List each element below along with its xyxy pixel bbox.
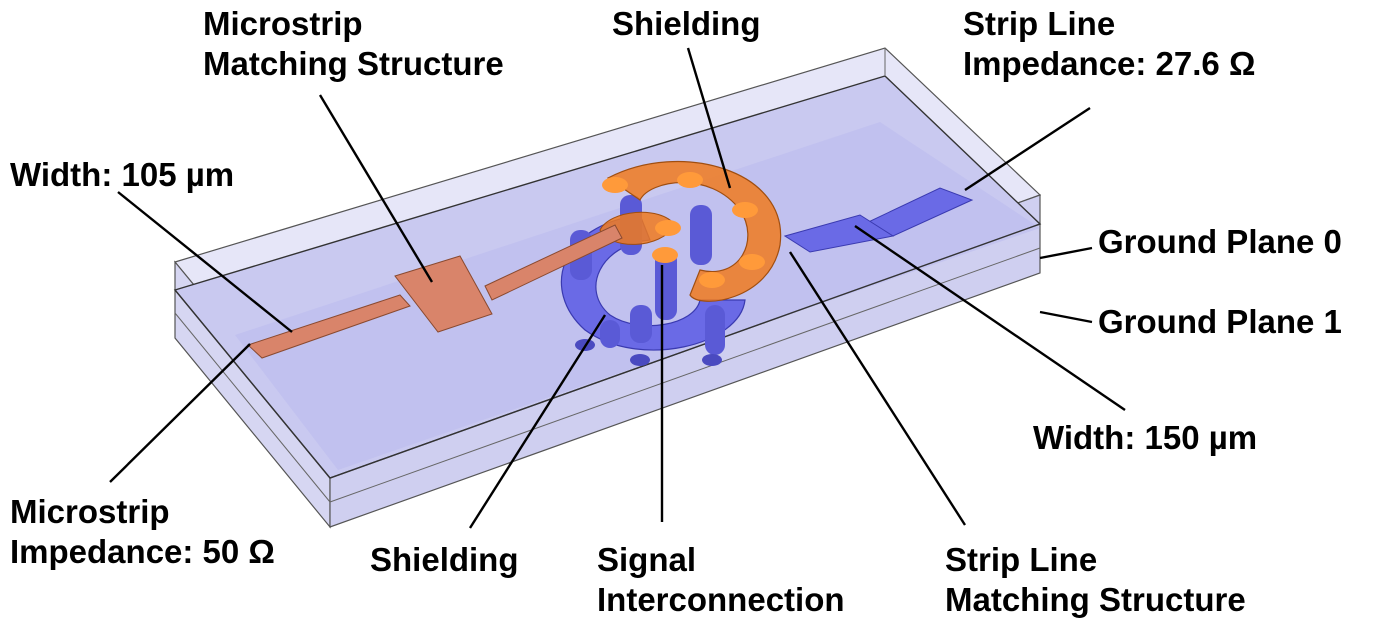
leader-shielding-top (686, 47, 732, 189)
shielding-ring-blue (560, 195, 746, 366)
label-ground-plane-0: Ground Plane 0 (1098, 222, 1342, 262)
orange-via-top-2 (677, 172, 703, 188)
layer-line-4 (329, 247, 1041, 503)
leader-strip-line-impedance (964, 106, 1091, 192)
via-pad-3 (702, 354, 722, 366)
via-pad-2 (630, 354, 650, 366)
label-ground-plane-1: Ground Plane 1 (1098, 302, 1342, 342)
label-line: Ground Plane 0 (1098, 223, 1342, 260)
layer-line-3 (174, 312, 331, 503)
orange-via-top-1 (602, 177, 628, 193)
label-microstrip-impedance: Microstrip Impedance: 50 Ω (10, 492, 275, 572)
orange-via-top-5 (699, 272, 725, 288)
leader-ground-plane-1 (1039, 310, 1093, 324)
via-blue-4 (705, 305, 725, 355)
label-line: Microstrip (203, 5, 363, 42)
layer-line-1 (174, 289, 331, 479)
microstrip-matching-block (394, 255, 493, 333)
label-strip-line-matching-structure: Strip Line Matching Structure (945, 540, 1246, 620)
orange-ring (606, 160, 782, 302)
layer-line-2 (329, 223, 1041, 479)
label-line: Microstrip (10, 493, 170, 530)
via-blue-2 (630, 305, 652, 343)
label-width-105: Width: 105 µm (10, 155, 234, 195)
orange-via-top-4 (739, 254, 765, 270)
substrate-block (173, 47, 1042, 529)
label-line: Matching Structure (945, 581, 1246, 618)
label-shielding-bottom: Shielding (370, 540, 519, 580)
label-line: Impedance: 27.6 Ω (963, 45, 1256, 82)
blue-ring (560, 214, 746, 351)
label-line: Shielding (370, 541, 519, 578)
label-strip-line-impedance: Strip Line Impedance: 27.6 Ω (963, 4, 1255, 84)
label-signal-interconnection: Signal Interconnection (597, 540, 845, 620)
strip-line (783, 187, 974, 253)
via-blue-7 (655, 250, 677, 320)
orange-via-top-3 (732, 202, 758, 218)
leader-width-105 (117, 191, 293, 333)
label-line: Impedance: 50 Ω (10, 533, 275, 570)
label-line: Signal (597, 541, 697, 578)
label-line: Strip Line (945, 541, 1098, 578)
label-line: Interconnection (597, 581, 845, 618)
microstrip-line (247, 224, 623, 359)
orange-via-top-6 (655, 220, 681, 236)
label-line: Ground Plane 1 (1098, 303, 1342, 340)
label-width-150: Width: 150 µm (1033, 418, 1257, 458)
microstrip-to-via (484, 224, 623, 301)
label-microstrip-matching-structure: Microstrip Matching Structure (203, 4, 504, 84)
leader-strip-line-matching (788, 251, 967, 526)
label-shielding-top: Shielding (612, 4, 761, 44)
leader-width-150 (854, 225, 1126, 411)
label-line: Strip Line (963, 5, 1116, 42)
leader-ground-plane-0 (1039, 246, 1093, 260)
inner-surface (235, 122, 1040, 470)
leader-microstrip-impedance (109, 343, 251, 483)
label-line: Width: 150 µm (1033, 419, 1258, 456)
leader-lines (109, 47, 1126, 529)
leader-microstrip-matching (318, 94, 434, 283)
strip-line-matching (783, 214, 895, 253)
orange-via-top-7 (652, 247, 678, 263)
microstrip-feed (247, 294, 411, 359)
label-line: Matching Structure (203, 45, 504, 82)
leader-shielding-bottom (468, 314, 607, 529)
via-blue-6 (690, 205, 712, 265)
via-blue-3 (600, 320, 620, 348)
label-line: Shielding (612, 5, 761, 42)
label-line: Width: 105 µm (10, 156, 235, 193)
